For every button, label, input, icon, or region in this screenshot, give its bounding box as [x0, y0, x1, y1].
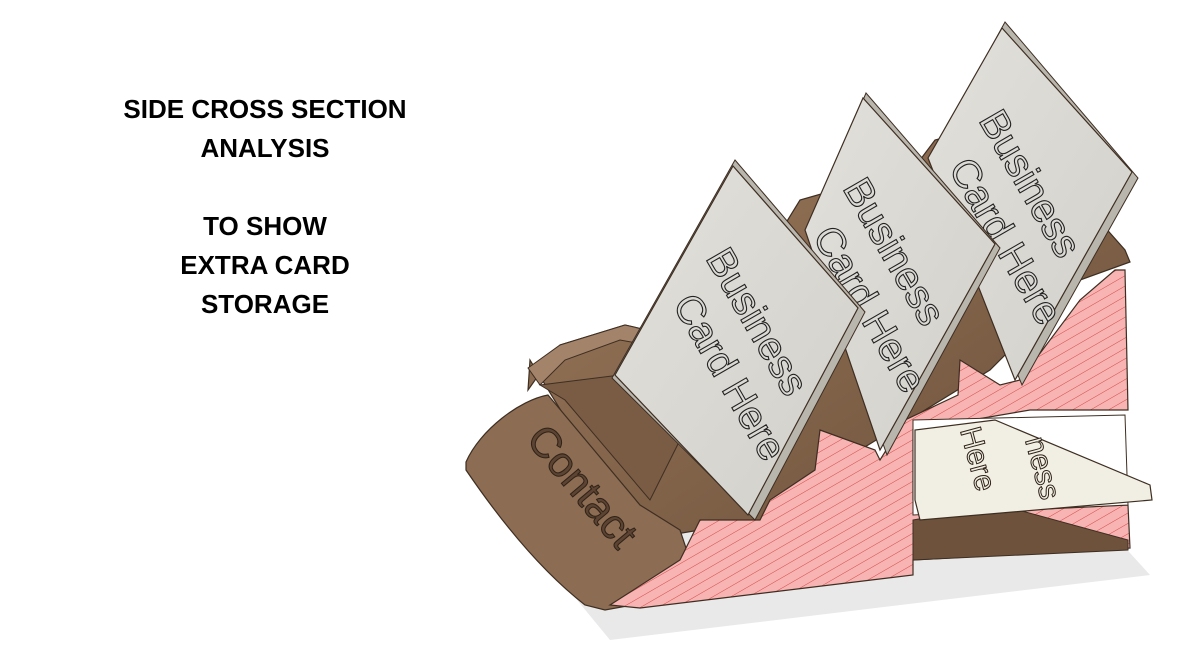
business-card-front: Business Card Here — [611, 159, 866, 521]
stored-card — [914, 419, 1153, 521]
caption-block: SIDE CROSS SECTION ANALYSIS TO SHOW EXTR… — [100, 90, 430, 324]
caption-title-line-2: ANALYSIS — [200, 133, 330, 163]
caption-subtitle-line-1: TO SHOW — [203, 211, 327, 241]
caption-title-line-1: SIDE CROSS SECTION — [123, 94, 407, 124]
caption-subtitle-line-3: STORAGE — [200, 289, 330, 319]
holder-front-scoop — [465, 394, 691, 611]
caption-subtitle-line-2: EXTRA CARD — [180, 250, 350, 280]
